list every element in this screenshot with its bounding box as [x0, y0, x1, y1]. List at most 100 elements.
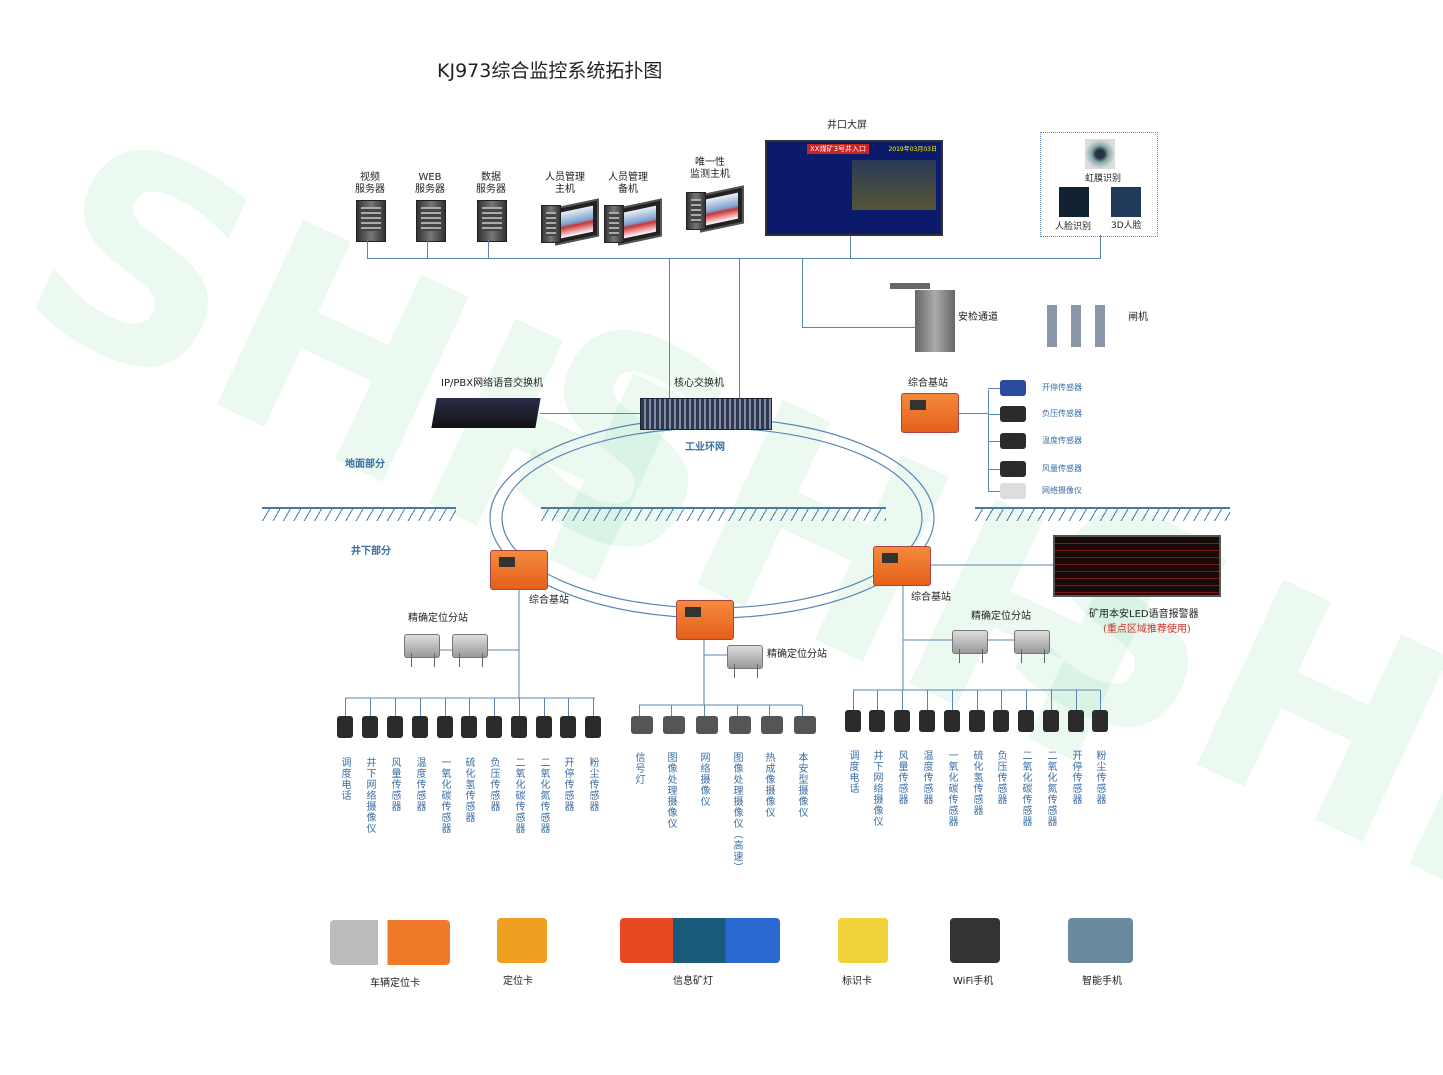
positioning-substation — [452, 634, 488, 667]
led-alarm-display — [1053, 535, 1221, 597]
device-label: 本安型摄像仪 — [796, 752, 807, 818]
device-icon — [729, 716, 751, 734]
device-label: 一氧化碳传感器 — [946, 750, 957, 827]
underground-base-station-left — [490, 550, 548, 590]
host-tower-icon — [541, 205, 561, 243]
device-icon — [461, 716, 477, 738]
surface-base-station-label: 综合基站 — [908, 378, 948, 389]
biometric-box: 虹膜识别 人脸识别 3D人脸 — [1040, 132, 1158, 237]
device-label: 负压传感器 — [488, 757, 499, 812]
connector — [427, 240, 428, 258]
device-label: 二氧化氮传感器 — [1045, 750, 1056, 827]
terminal-label: WiFi手机 — [953, 976, 994, 987]
connector — [1051, 690, 1052, 710]
device-label: 硫化氢传感器 — [971, 750, 982, 816]
ippbx-switch — [431, 398, 541, 428]
connector — [850, 232, 851, 259]
device-label: 粉尘传感器 — [1094, 750, 1105, 805]
connector — [488, 240, 489, 258]
connector — [420, 698, 421, 716]
connector — [367, 258, 1100, 259]
device-icon — [944, 710, 960, 732]
device-label: 二氧化碳传感器 — [513, 757, 524, 834]
connector — [853, 690, 854, 710]
device-icon — [663, 716, 685, 734]
sensor-icon — [1000, 433, 1026, 449]
device-icon — [845, 710, 861, 732]
sensor-label: 温度传感器 — [1042, 436, 1082, 445]
terminal-icon — [1068, 918, 1133, 963]
device-label: 硫化氢传感器 — [463, 757, 474, 823]
iris-label: 虹膜识别 — [1085, 174, 1122, 184]
device-label: 井下网络摄像仪 — [364, 757, 375, 834]
device-label: 调度电话 — [847, 750, 858, 794]
device-icon — [761, 716, 783, 734]
sensor-icon — [1000, 406, 1026, 422]
device-label: 风量传感器 — [896, 750, 907, 805]
device-icon — [631, 716, 653, 734]
device-label: 网络摄像仪 — [698, 752, 709, 807]
connector — [370, 698, 371, 716]
device-label: 一氧化碳传感器 — [439, 757, 450, 834]
terminal-icon — [950, 918, 1000, 963]
connector — [469, 698, 470, 716]
surface-base-station — [901, 393, 959, 433]
device-icon — [412, 716, 428, 738]
base-station-label-right: 综合基站 — [911, 592, 951, 603]
terminal-icon — [838, 918, 888, 963]
connector — [345, 698, 346, 716]
terminal-icon — [497, 918, 547, 963]
positioning-label-middle: 精确定位分站 — [767, 649, 827, 660]
sensor-label: 网络摄像仪 — [1042, 486, 1082, 495]
page-title: KJ973综合监控系统拓扑图 — [437, 60, 663, 82]
ippbx-label: IP/PBX网络语音交换机 — [441, 378, 544, 389]
face3d-icon — [1111, 187, 1141, 217]
device-icon — [536, 716, 552, 738]
ground-line — [262, 507, 456, 521]
led-alarm-note: (重点区域推荐使用) — [1103, 624, 1191, 635]
sensor-icon — [1000, 461, 1026, 477]
device-label: 图像处理摄像仪（高速） — [731, 752, 742, 873]
connector — [544, 698, 545, 716]
connector — [1100, 690, 1101, 710]
device-icon — [337, 716, 353, 738]
device-icon — [969, 710, 985, 732]
connector — [671, 705, 672, 716]
device-label: 温度传感器 — [414, 757, 425, 812]
connector — [802, 327, 942, 328]
connector — [1076, 690, 1077, 710]
connector — [802, 258, 803, 328]
connector — [395, 698, 396, 716]
device-label: 图像处理摄像仪 — [665, 752, 676, 829]
connector — [639, 705, 640, 716]
connector — [988, 414, 1000, 415]
device-label: 调度电话 — [339, 757, 350, 801]
device-icon — [993, 710, 1009, 732]
core-switch — [640, 398, 772, 430]
ground-line — [541, 507, 886, 521]
server-label: 数据 服务器 — [476, 172, 506, 195]
connector — [988, 441, 1000, 442]
connector — [367, 240, 368, 258]
big-screen: XX煤矿3号井入口 2019年03月03日 — [765, 140, 943, 236]
device-label: 井下网络摄像仪 — [871, 750, 882, 827]
device-label: 开停传感器 — [1070, 750, 1081, 805]
face-label: 人脸识别 — [1055, 222, 1092, 232]
connector — [952, 690, 953, 710]
ring-label: 工业环网 — [685, 442, 725, 453]
connector — [988, 491, 1000, 492]
underground-base-station-middle — [676, 600, 734, 640]
connector — [769, 705, 770, 716]
face-icon — [1059, 187, 1089, 217]
terminal-label: 智能手机 — [1082, 976, 1122, 987]
device-icon — [869, 710, 885, 732]
device-icon — [387, 716, 403, 738]
gate-icon — [1047, 305, 1117, 347]
connector — [977, 690, 978, 710]
host-tower-icon — [604, 205, 624, 243]
device-icon — [1018, 710, 1034, 732]
device-icon — [486, 716, 502, 738]
device-icon — [919, 710, 935, 732]
terminal-label: 信息矿灯 — [673, 976, 713, 987]
device-icon — [511, 716, 527, 738]
